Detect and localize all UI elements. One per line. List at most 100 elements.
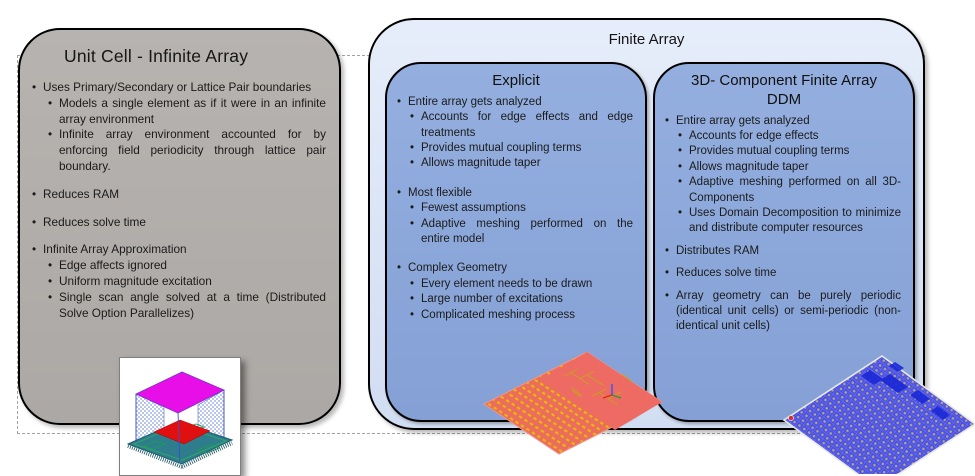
ddm-bullet-list: •Entire array gets analyzed • Accounts fo… bbox=[655, 110, 913, 335]
ddm-panel: 3D- Component Finite Array DDM •Entire a… bbox=[653, 62, 915, 422]
bullet-group: • Array geometry can be purely periodic (… bbox=[665, 289, 901, 335]
bullet-text: Uses Domain Decomposition to minimize an… bbox=[689, 206, 901, 235]
bullet-text: Fewest assumptions bbox=[421, 202, 526, 215]
bullet-marker: • bbox=[665, 114, 670, 127]
bullet-text: Uniform magnitude excitation bbox=[59, 273, 212, 288]
bullet-item: •Entire array gets analyzed bbox=[665, 114, 901, 129]
bullet-marker: • bbox=[678, 129, 683, 142]
bullet-marker: • bbox=[32, 80, 37, 94]
unit-cell-panel-title: Unit Cell - Infinite Array bbox=[64, 46, 249, 66]
sub-bullet-item: •Complicated meshing process bbox=[410, 308, 633, 323]
sub-bullet-item: • Uniform magnitude excitation bbox=[48, 274, 326, 290]
sub-bullet-item: • Edge affects ignored bbox=[48, 258, 326, 274]
bullet-item: • Uses Primary/Secondary or Lattice Pair … bbox=[32, 80, 326, 96]
bullet-marker: • bbox=[48, 289, 53, 304]
bullet-marker: • bbox=[410, 293, 415, 306]
bullet-marker: • bbox=[678, 206, 683, 219]
bullet-group: • Reduces solve time bbox=[665, 266, 901, 281]
finite-array-title: Finite Array bbox=[608, 31, 685, 48]
bullet-text: Complicated meshing process bbox=[421, 308, 576, 321]
bullet-marker: • bbox=[410, 157, 415, 170]
sub-bullet-item: • Single scan angle solved at a time (Dis… bbox=[48, 290, 326, 322]
sub-bullet-item: • Allows magnitude taper bbox=[410, 156, 633, 171]
explicit-panel: Explicit • Entire array gets analyzed • Ac… bbox=[385, 62, 647, 422]
bullet-text: Distributes RAM bbox=[676, 244, 760, 257]
bullet-text: Adaptive meshing performed on the entire… bbox=[421, 217, 633, 245]
sub-bullet-item: • Infinite array environment accounted fo… bbox=[48, 127, 326, 174]
bullet-item: • Complex Geometry bbox=[397, 261, 633, 276]
bullet-text: Allows magnitude taper bbox=[689, 160, 809, 173]
sub-bullet-item: • Fewest assumptions bbox=[410, 201, 633, 216]
bullet-group: • Reduces RAM bbox=[32, 187, 326, 203]
unit-cell-cube-graphic bbox=[126, 371, 234, 469]
bullet-marker: • bbox=[678, 145, 683, 158]
bullet-marker: • bbox=[48, 273, 53, 288]
bullet-text: Reduces solve time bbox=[676, 267, 777, 280]
bullet-marker: • bbox=[410, 277, 415, 290]
bullet-marker: • bbox=[32, 214, 37, 229]
sub-bullet-item: • Adaptive meshing performed on all 3D-Co… bbox=[678, 175, 901, 206]
bullet-text: Entire array gets analyzed bbox=[408, 95, 542, 108]
bullet-text: Provides mutual coupling terms bbox=[689, 145, 850, 158]
bullet-group: •Distributes RAM bbox=[665, 244, 901, 259]
bullet-item: •Distributes RAM bbox=[665, 244, 901, 259]
bullet-text: Reduces RAM bbox=[43, 186, 120, 201]
bullet-item: • Most flexible bbox=[397, 186, 633, 201]
bullet-text: Accounts for edge effects bbox=[689, 129, 819, 142]
bullet-marker: • bbox=[48, 127, 53, 142]
bullet-group: • Complex Geometry •Every element needs t… bbox=[397, 261, 633, 323]
bullet-group: • Reduces solve time bbox=[32, 215, 326, 231]
sub-bullet-item: •Every element needs to be drawn bbox=[410, 277, 633, 292]
sub-bullet-item: • Accounts for edge effects bbox=[678, 129, 901, 144]
bullet-marker: • bbox=[410, 202, 415, 215]
explicit-panel-title: Explicit bbox=[492, 72, 540, 89]
bullet-marker: • bbox=[678, 176, 683, 189]
bullet-item: • Reduces solve time bbox=[32, 215, 326, 231]
sub-bullet-item: • Adaptive meshing performed on the entir… bbox=[410, 217, 633, 248]
bullet-text: Complex Geometry bbox=[408, 262, 508, 275]
ddm-array-3d-render bbox=[782, 355, 975, 474]
bullet-marker: • bbox=[48, 258, 53, 273]
bullet-marker: • bbox=[665, 289, 670, 302]
bullet-marker: • bbox=[410, 141, 415, 154]
bullet-text: Infinite array environment accounted for… bbox=[59, 127, 326, 173]
sub-bullet-item: • Provides mutual coupling terms bbox=[410, 141, 633, 156]
bullet-item: • Entire array gets analyzed bbox=[397, 95, 633, 110]
bullet-text: Most flexible bbox=[408, 186, 472, 199]
bullet-text: Accounts for edge effects and edge treat… bbox=[421, 111, 633, 139]
bullet-marker: • bbox=[410, 111, 415, 124]
bullet-item: • Array geometry can be purely periodic (… bbox=[665, 289, 901, 335]
bullet-text: Provides mutual coupling terms bbox=[421, 141, 582, 154]
explicit-bullet-list: • Entire array gets analyzed • Accounts fo… bbox=[387, 91, 645, 323]
bullet-item: • Infinite Array Approximation bbox=[32, 242, 326, 258]
bullet-text: Allows magnitude taper bbox=[421, 157, 541, 170]
bullet-text: Models a single element as if it were in… bbox=[59, 95, 326, 126]
explicit-array-3d-render bbox=[483, 351, 663, 455]
bullet-marker: • bbox=[410, 217, 415, 230]
bullet-item: • Reduces RAM bbox=[32, 187, 326, 203]
bullet-marker: • bbox=[397, 262, 402, 275]
bullet-text: Adaptive meshing performed on all 3D-Com… bbox=[689, 176, 901, 204]
unit-cell-3d-render bbox=[119, 357, 241, 476]
bullet-marker: • bbox=[397, 95, 402, 108]
sub-bullet-item: •Allows magnitude taper bbox=[678, 160, 901, 175]
bullet-group: •Entire array gets analyzed • Accounts fo… bbox=[665, 114, 901, 237]
bullet-marker: • bbox=[32, 186, 37, 201]
bullet-text: Single scan angle solved at a time (Dist… bbox=[59, 289, 326, 320]
sub-bullet-item: • Uses Domain Decomposition to minimize a… bbox=[678, 206, 901, 237]
ddm-panel-title: 3D- Component Finite Array DDM bbox=[691, 72, 877, 108]
bullet-group: • Uses Primary/Secondary or Lattice Pair … bbox=[32, 80, 326, 175]
bullet-text: Reduces solve time bbox=[43, 214, 146, 229]
bullet-text: Edge affects ignored bbox=[59, 258, 167, 273]
unit-cell-bullet-list: • Uses Primary/Secondary or Lattice Pair … bbox=[20, 67, 339, 321]
bullet-marker: • bbox=[665, 267, 670, 280]
sub-bullet-item: • Provides mutual coupling terms bbox=[678, 144, 901, 159]
bullet-text: Large number of excitations bbox=[421, 293, 563, 306]
bullet-text: Infinite Array Approximation bbox=[43, 242, 187, 257]
sub-bullet-item: • Large number of excitations bbox=[410, 292, 633, 307]
bullet-marker: • bbox=[397, 186, 402, 199]
bullet-text: Uses Primary/Secondary or Lattice Pair b… bbox=[43, 80, 312, 94]
bullet-marker: • bbox=[32, 242, 37, 257]
bullet-group: • Entire array gets analyzed • Accounts fo… bbox=[397, 95, 633, 172]
bullet-text: Array geometry can be purely periodic (i… bbox=[676, 289, 901, 333]
